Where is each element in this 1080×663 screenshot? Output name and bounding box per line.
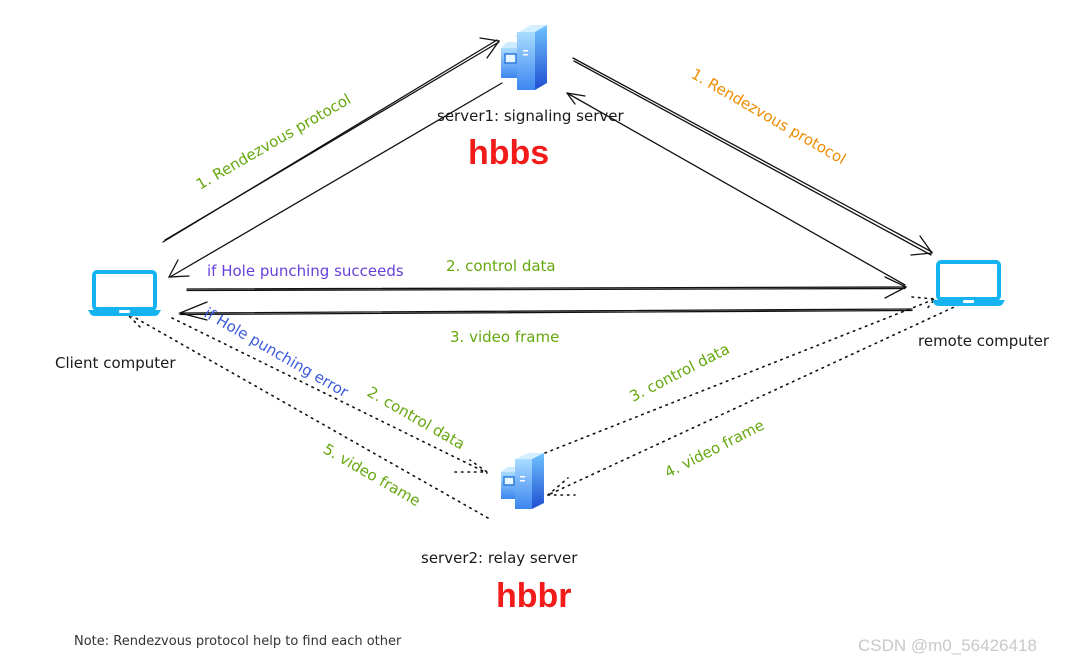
direct-control-label: 2. control data	[446, 257, 556, 275]
edge-relay-video-in	[547, 301, 966, 496]
edge-direct-video	[177, 301, 913, 321]
server-icon[interactable]	[501, 453, 544, 509]
hole-success-label: if Hole punching succeeds	[207, 262, 404, 280]
relay-video-out-label: 5. video frame	[320, 440, 424, 510]
watermark: CSDN @m0_56426418	[858, 636, 1037, 655]
client-computer-label: Client computer	[55, 354, 176, 372]
hole-error-label: if Hole punching error	[201, 304, 352, 402]
edge-direct-control	[186, 276, 908, 299]
note-text: Note: Rendezvous protocol help to find e…	[74, 634, 402, 649]
relay-video-in-label: 4. video frame	[662, 416, 768, 482]
edge-relay-control-in	[171, 317, 490, 474]
edge-hbbs-to-remote	[572, 57, 934, 256]
edge-relay-video-out	[124, 311, 489, 519]
signaling-server-name: hbbs	[468, 134, 549, 172]
relay-server-name: hbbr	[496, 577, 572, 615]
edge-relay-control-out	[544, 296, 937, 454]
server-icon[interactable]	[501, 25, 547, 90]
signaling-server-label: server1: signaling server	[437, 107, 624, 125]
relay-server-label: server2: relay server	[421, 549, 578, 567]
edge-hbbs-to-client	[167, 82, 503, 278]
relay-control-in-label: 2. control data	[364, 383, 468, 453]
edge-client-to-hbbs	[162, 37, 501, 243]
laptop-icon[interactable]	[932, 260, 1005, 306]
relay-control-out-label: 3. control data	[627, 340, 733, 406]
remote-computer-label: remote computer	[918, 332, 1050, 350]
edge-remote-to-hbbs	[566, 92, 906, 286]
laptop-icon[interactable]	[88, 270, 161, 316]
remote-rendezvous-label: 1. Rendezvous protocol	[688, 65, 849, 168]
direct-video-label: 3. video frame	[450, 328, 559, 346]
